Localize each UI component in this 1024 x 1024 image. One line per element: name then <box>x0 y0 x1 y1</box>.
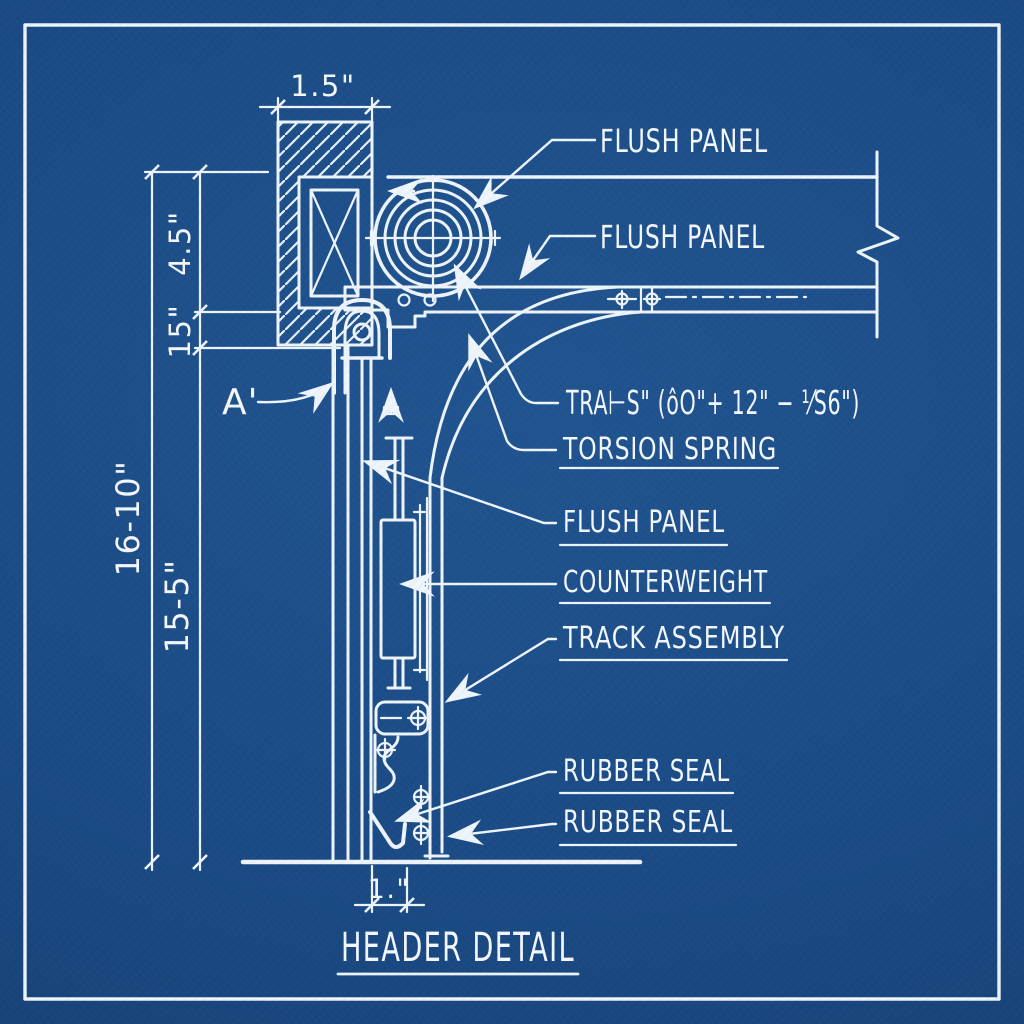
dim-overall-height: 16-10" <box>109 460 147 577</box>
callout-torsion-spring: TORSION SPRING <box>562 432 777 467</box>
callout-counterweight: COUNTERWEIGHT <box>563 565 768 600</box>
dim-left-lines <box>143 170 342 872</box>
leader-track-radius <box>453 263 560 405</box>
torsion-spring-coil <box>364 174 502 303</box>
bracket-hole <box>423 293 437 307</box>
leader-rubber-seal-upper <box>394 770 558 823</box>
dim-seal-gap: 1." <box>368 874 411 905</box>
panel-bolt <box>642 286 662 313</box>
leader-flush-panel-lower <box>362 459 558 525</box>
counterweight-block <box>379 518 417 660</box>
leader-torsion-spring <box>468 333 558 452</box>
vertical-track-assembly <box>331 298 450 864</box>
bottom-bracket <box>374 700 430 736</box>
callout-rubber-seal-lower: RUBBER SEAL <box>563 805 733 840</box>
callout-track-radius-note: TRA⊢S" (ôO"+ 12" − ⅟S6") <box>565 383 860 422</box>
counterweight-rod-top <box>384 436 414 522</box>
leader-flush-panel-mid <box>519 234 597 281</box>
leader-rubber-seal-lower <box>446 819 558 846</box>
wall-hatch-left <box>278 178 300 308</box>
bracket-stepped-outline <box>343 285 879 329</box>
track-bolt <box>412 820 430 846</box>
callout-section-marker: A' <box>222 382 259 423</box>
drawing-title: HEADER DETAIL <box>341 925 575 971</box>
dim-top-lines <box>258 96 392 124</box>
callout-rubber-seal-upper: RUBBER SEAL <box>563 754 730 789</box>
dimension-lines: 1.5" 4.5" 15" 16-10" 15-5" 1." <box>109 69 426 914</box>
leader-track-assembly <box>444 637 558 703</box>
lumber-x-mark <box>309 188 360 298</box>
leader-section-marker <box>256 381 335 414</box>
datum-arrow-symbol <box>378 386 404 423</box>
bottom-fixture-profile <box>373 733 400 794</box>
panel-bolt <box>606 289 638 310</box>
dim-header-height: 4.5" <box>163 210 197 275</box>
dim-header-width: 1.5" <box>290 69 355 103</box>
title-block: HEADER DETAIL <box>336 925 580 976</box>
header-lumber-inner <box>309 188 360 298</box>
panel-break-edge <box>856 150 900 339</box>
track-bolt <box>412 784 430 810</box>
wall-section <box>276 120 374 347</box>
callout-flush-panel-mid: FLUSH PANEL <box>600 218 765 256</box>
wall-hatch-top <box>278 122 372 178</box>
rubber-seal-hook <box>368 810 407 849</box>
leader-lines <box>256 138 597 846</box>
callout-flush-panel-lower: FLUSH PANEL <box>563 505 725 540</box>
roller-hinge <box>332 298 392 395</box>
bracket-hole <box>397 293 411 307</box>
callout-track-assembly: TRACK ASSEMBLY <box>562 621 785 656</box>
dim-spring-offset: 15" <box>163 304 197 359</box>
dim-opening-height: 15-5" <box>158 559 196 654</box>
border-frame <box>23 23 1001 1001</box>
spring-crosshair <box>364 174 502 303</box>
leader-flush-panel-top <box>473 138 597 210</box>
spring-crosshair-ticks <box>369 179 497 298</box>
callout-labels: FLUSH PANEL FLUSH PANEL TRA⊢S" (ôO"+ 12"… <box>222 122 860 847</box>
counterweight-rod-bottom <box>386 656 412 690</box>
callout-flush-panel-top: FLUSH PANEL <box>600 122 768 160</box>
